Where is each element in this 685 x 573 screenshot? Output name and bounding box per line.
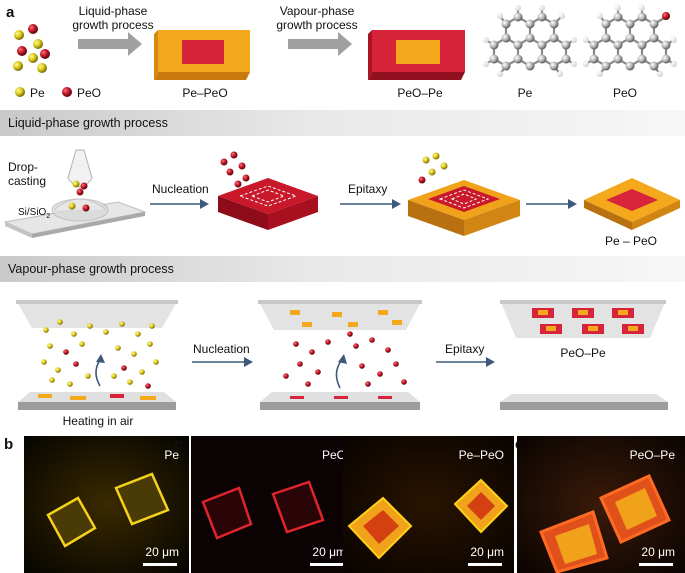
- peo-pe-plate: [368, 30, 465, 80]
- drop-casting-label: Drop- casting: [8, 160, 47, 188]
- liquid-epitaxy-label: Epitaxy: [348, 182, 388, 196]
- vapour-product-illustration: [500, 300, 668, 410]
- peo-nucleus-crystal: [218, 151, 318, 230]
- liquid-phase-banner: Liquid-phase growth process: [0, 110, 685, 136]
- liquid-epitaxy-arrow-icon: [340, 199, 401, 209]
- micrograph-pe-peo-scale-bar: [468, 563, 502, 566]
- micrograph-peo-scale-label: 20 μm: [312, 545, 346, 559]
- vapour-nucleation-label: Nucleation: [193, 342, 250, 356]
- micrograph-pe-peo-image: [343, 436, 514, 573]
- heating-in-air-label: Heating in air: [62, 414, 134, 428]
- vapour-phase-arrow-icon: [288, 32, 352, 56]
- liquid-phase-arrow-icon: [78, 32, 142, 56]
- pe-molecule-model: [483, 5, 577, 77]
- epitaxy-crystal: [408, 152, 520, 236]
- micrograph-peo-pe: PeO–Pe 20 μm: [517, 436, 685, 573]
- liquid-product-plate: [584, 178, 680, 230]
- legend-pe-label: Pe: [30, 86, 45, 100]
- micrograph-pe-peo: Pe–PeO 20 μm: [343, 436, 514, 573]
- vapour-phase-arrow-label: Vapour-phase growth process: [276, 4, 358, 32]
- molecule-cluster: [13, 24, 72, 97]
- micrograph-pe: Pe 20 μm: [24, 436, 189, 573]
- liquid-final-arrow-icon: [526, 199, 577, 209]
- liquid-nucleation-label: Nucleation: [152, 182, 209, 196]
- micrograph-peo-pe-scale-bar: [639, 563, 673, 566]
- vapour-product-label: PeO–Pe: [560, 346, 606, 360]
- peo-molecule-label: PeO: [612, 86, 637, 100]
- vapour-heating-illustration: [16, 300, 178, 410]
- liquid-product-label: Pe – PeO: [604, 234, 658, 248]
- micrograph-peo-image: [191, 436, 356, 573]
- micrograph-pe-tag: Pe: [164, 448, 179, 462]
- vapour-nucleation-arrow-icon: [192, 357, 253, 367]
- vapour-epitaxy-label: Epitaxy: [445, 342, 485, 356]
- liquid-phase-arrow-label: Liquid-phase growth process: [72, 4, 154, 32]
- micrograph-peo-pe-image: [517, 436, 685, 573]
- micrograph-peo-pe-tag: PeO–Pe: [629, 448, 675, 462]
- peo-molecule-model: [583, 5, 677, 77]
- vapour-nucleation-illustration: [258, 300, 422, 410]
- substrate-label-text: Si/SiO: [18, 207, 47, 218]
- micrograph-pe-scale-bar: [143, 563, 177, 566]
- substrate-label-subscript: 2: [46, 213, 51, 220]
- panel-label-c: c: [174, 436, 183, 453]
- pe-peo-plate: [154, 30, 250, 80]
- micrograph-pe-scale-label: 20 μm: [145, 545, 179, 559]
- micrograph-peo-scale-bar: [310, 563, 344, 566]
- liquid-nucleation-arrow-icon: [150, 199, 209, 209]
- micrograph-peo-pe-scale-label: 20 μm: [641, 545, 675, 559]
- micrograph-pe-peo-tag: Pe–PeO: [458, 448, 504, 462]
- panel-label-b: b: [4, 436, 14, 453]
- peo-pe-product-label: PeO–Pe: [397, 86, 443, 100]
- legend-peo-label: PeO: [77, 86, 102, 100]
- substrate-label: Si/SiO2: [18, 207, 50, 220]
- panel-label-a: a: [6, 4, 15, 21]
- pe-molecule-label: Pe: [517, 86, 533, 100]
- drop-casting-illustration: [3, 149, 147, 238]
- vapour-phase-banner: Vapour-phase growth process: [0, 256, 685, 282]
- micrograph-pe-peo-scale-label: 20 μm: [470, 545, 504, 559]
- vapour-epitaxy-arrow-icon: [436, 357, 495, 367]
- pe-peo-product-label: Pe–PeO: [182, 86, 228, 100]
- micrograph-peo: PeO 20 μm: [191, 436, 356, 573]
- liquid-phase-banner-title: Liquid-phase growth process: [8, 116, 168, 130]
- micrograph-pe-image: [24, 436, 189, 573]
- vapour-phase-banner-title: Vapour-phase growth process: [8, 262, 174, 276]
- micrograph-peo-tag: PeO: [321, 448, 346, 462]
